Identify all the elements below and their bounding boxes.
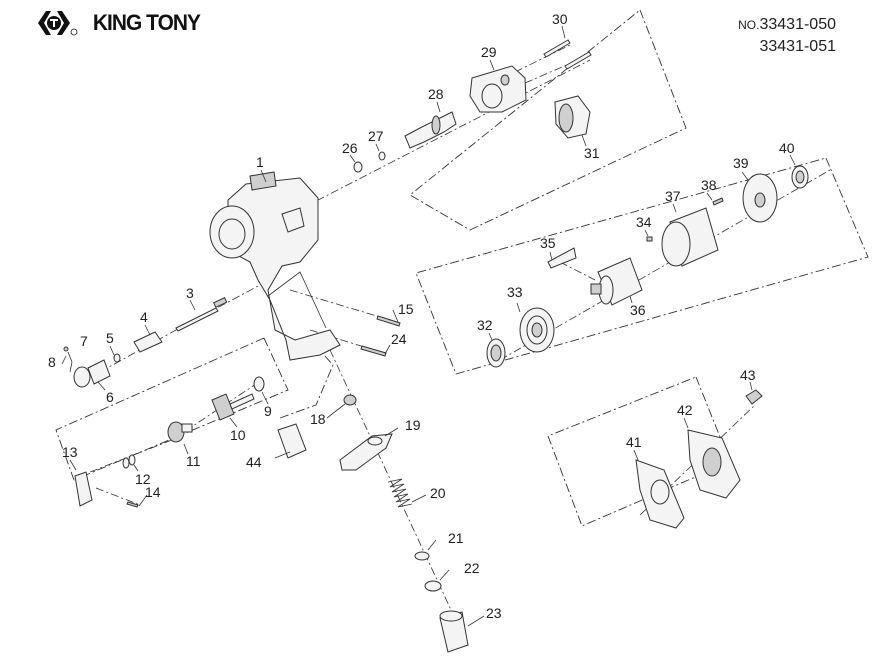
part-4-throttle-valve <box>133 331 163 353</box>
label-part-5: 5 <box>106 330 114 346</box>
label-part-44: 44 <box>246 454 262 470</box>
leader-lines <box>61 25 796 627</box>
part-42-end-plate <box>687 429 741 499</box>
part-19-exhaust-deflector <box>339 433 393 471</box>
group-box-motor <box>415 157 869 375</box>
label-part-12: 12 <box>135 471 151 487</box>
part-3-rod <box>175 296 228 332</box>
part-18-valve <box>343 394 357 406</box>
label-part-28: 28 <box>428 86 444 102</box>
model-number-block: NO.33431-050 33431-051 <box>738 14 836 57</box>
label-part-34: 34 <box>636 214 652 230</box>
part-40-bearing <box>791 165 809 189</box>
part-21-o-ring <box>414 551 430 561</box>
model-number-1: 33431-050 <box>759 16 836 33</box>
group-box-reverse-valve <box>55 337 289 481</box>
part-10-reverse-valve <box>211 393 255 421</box>
part-9-o-ring <box>253 376 265 392</box>
label-part-9: 9 <box>264 403 272 419</box>
part-8-ball <box>63 346 69 352</box>
label-part-33: 33 <box>507 284 523 300</box>
label-part-13: 13 <box>62 444 78 460</box>
label-part-7: 7 <box>80 333 88 349</box>
part-labels: 1 3 4 5 6 7 8 9 10 11 12 13 14 15 18 19 … <box>48 11 795 621</box>
part-11-reverse-knob <box>167 421 193 443</box>
label-part-32: 32 <box>477 317 493 333</box>
label-part-3: 3 <box>186 285 194 301</box>
part-35-vane <box>547 247 577 269</box>
label-part-15: 15 <box>398 301 414 317</box>
label-part-11: 11 <box>186 453 201 469</box>
label-part-41: 41 <box>626 434 642 450</box>
part-22-o-ring <box>424 580 442 592</box>
label-part-42: 42 <box>677 402 693 418</box>
label-part-30: 30 <box>552 11 568 27</box>
label-part-22: 22 <box>464 560 480 576</box>
label-part-18: 18 <box>310 411 326 427</box>
part-26-o-ring <box>353 161 363 173</box>
part-43-bolt <box>745 389 763 405</box>
part-24-pin <box>360 345 387 357</box>
model-number-2: 33431-051 <box>759 38 836 55</box>
label-part-19: 19 <box>405 417 421 433</box>
part-33-front-plate <box>519 307 555 353</box>
part-36-rotor <box>590 257 643 306</box>
label-part-40: 40 <box>779 140 795 156</box>
part-23-air-inlet <box>439 610 469 653</box>
label-part-23: 23 <box>486 605 502 621</box>
label-part-27: 27 <box>368 128 384 144</box>
part-14-pin <box>126 501 139 508</box>
label-part-37: 37 <box>665 188 681 204</box>
label-part-21: 21 <box>448 530 464 546</box>
label-part-38: 38 <box>701 177 717 193</box>
king-tony-t-logo-icon <box>38 11 78 36</box>
part-32-bearing <box>486 338 506 368</box>
label-part-35: 35 <box>540 235 556 251</box>
part-30-pins <box>543 39 592 70</box>
label-part-6: 6 <box>106 389 114 405</box>
part-28-anvil <box>404 111 457 149</box>
part-38-pin <box>712 197 724 206</box>
part-1-housing <box>209 171 341 361</box>
label-part-20: 20 <box>430 485 446 501</box>
part-12-o-rings <box>122 454 136 469</box>
part-44-pad <box>277 423 307 459</box>
group-box-front-hammer <box>409 9 687 231</box>
group-box-handle-link <box>279 354 334 419</box>
part-6-valve-bushing <box>73 359 111 388</box>
label-part-10: 10 <box>230 427 246 443</box>
part-13-trigger <box>74 471 93 507</box>
label-part-4: 4 <box>140 309 148 325</box>
part-5-o-ring <box>113 353 121 363</box>
label-part-26: 26 <box>342 140 358 156</box>
part-27-washer <box>378 151 386 161</box>
part-31-hammer <box>554 95 591 139</box>
label-part-24: 24 <box>391 331 407 347</box>
brand-name: KING TONY <box>92 10 201 35</box>
part-39-rear-plate <box>742 173 778 223</box>
part-7-spring <box>67 351 73 373</box>
label-part-36: 36 <box>630 302 646 318</box>
label-part-31: 31 <box>584 145 600 161</box>
part-29-hammer-cage <box>469 65 527 113</box>
part-37-cylinder <box>661 207 719 267</box>
label-part-1: 1 <box>256 154 264 170</box>
part-20-spring <box>387 478 413 508</box>
label-part-14: 14 <box>145 484 161 500</box>
label-part-8: 8 <box>48 354 56 370</box>
part-41-gasket <box>635 459 685 529</box>
label-part-29: 29 <box>481 44 497 60</box>
part-34-pin <box>646 236 653 242</box>
label-part-43: 43 <box>740 367 756 383</box>
part-15-pin <box>376 315 401 327</box>
label-part-39: 39 <box>733 155 749 171</box>
brand-logo: KING TONY <box>36 8 203 38</box>
model-prefix: NO. <box>738 18 760 32</box>
